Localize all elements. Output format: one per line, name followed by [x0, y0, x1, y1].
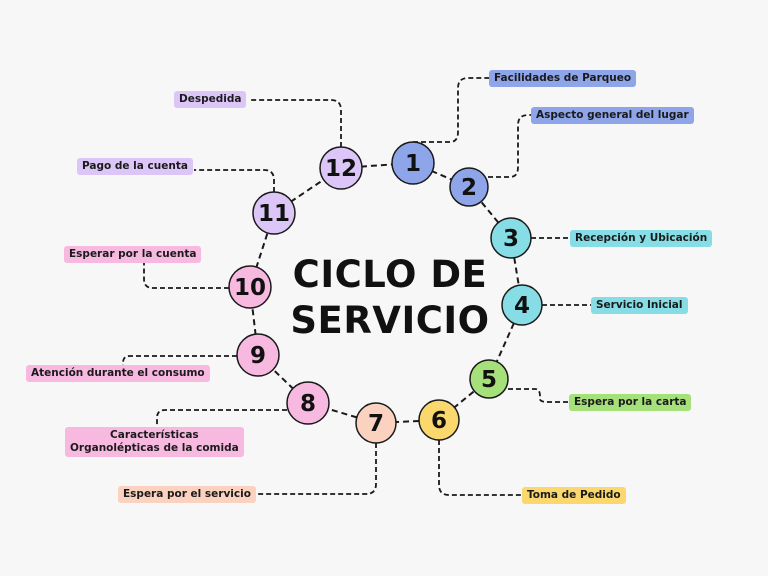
connector-line-11	[194, 169, 275, 192]
step-label-2[interactable]: Aspecto general del lugar	[531, 107, 694, 124]
connector-line-6	[438, 440, 522, 496]
connector-line-2	[488, 114, 531, 178]
diagram-title: CICLO DE SERVICIO	[270, 252, 510, 344]
title-line-2: SERVICIO	[290, 299, 490, 342]
title-line-1: CICLO DE	[292, 253, 488, 296]
step-node-9[interactable]	[236, 333, 280, 377]
step-label-9[interactable]: Atención durante el consumo	[26, 365, 210, 382]
step-label-6[interactable]: Toma de Pedido	[522, 487, 626, 504]
step-node-8[interactable]	[286, 381, 330, 425]
step-number-11: 11	[258, 201, 290, 227]
step-label-5[interactable]: Espera por la carta	[569, 394, 692, 411]
step-number-7: 7	[368, 411, 384, 437]
step-number-4: 4	[514, 293, 530, 319]
step-node-12[interactable]	[319, 146, 363, 190]
step-label-8[interactable]: Características Organolépticas de la com…	[65, 427, 244, 457]
connector-line-5	[508, 388, 569, 403]
connector-line-9	[122, 355, 237, 367]
step-label-7[interactable]: Espera por el servicio	[118, 486, 256, 503]
step-number-6: 6	[431, 408, 447, 434]
step-label-1[interactable]: Facilidades de Parqueo	[489, 70, 637, 87]
connector-line-7	[258, 443, 377, 495]
step-label-11[interactable]: Pago de la cuenta	[77, 158, 193, 175]
step-node-5[interactable]	[469, 359, 509, 399]
step-number-12: 12	[325, 156, 357, 182]
step-node-6[interactable]	[418, 399, 460, 441]
connector-line-8	[156, 409, 287, 432]
step-node-11[interactable]	[252, 191, 296, 235]
step-node-10[interactable]	[228, 265, 272, 309]
connector-line-10	[143, 262, 229, 289]
step-node-3[interactable]	[490, 217, 532, 259]
step-number-2: 2	[461, 175, 477, 201]
step-number-10: 10	[234, 275, 266, 301]
step-label-4[interactable]: Servicio Inicial	[591, 297, 688, 314]
step-number-5: 5	[481, 367, 497, 393]
step-number-3: 3	[503, 226, 519, 252]
step-label-12[interactable]: Despedida	[174, 91, 247, 108]
step-label-10[interactable]: Esperar por la cuenta	[64, 246, 202, 263]
connector-line-1	[413, 77, 489, 143]
step-node-4[interactable]	[501, 284, 543, 326]
step-node-2[interactable]	[449, 167, 489, 207]
step-number-9: 9	[250, 343, 266, 369]
step-node-7[interactable]	[355, 402, 397, 444]
step-label-3[interactable]: Recepción y Ubicación	[570, 230, 713, 247]
step-node-1[interactable]	[391, 141, 435, 185]
step-number-8: 8	[300, 391, 316, 417]
connector-line-12	[250, 99, 342, 147]
connector-lines	[122, 77, 591, 496]
step-number-1: 1	[405, 151, 421, 177]
